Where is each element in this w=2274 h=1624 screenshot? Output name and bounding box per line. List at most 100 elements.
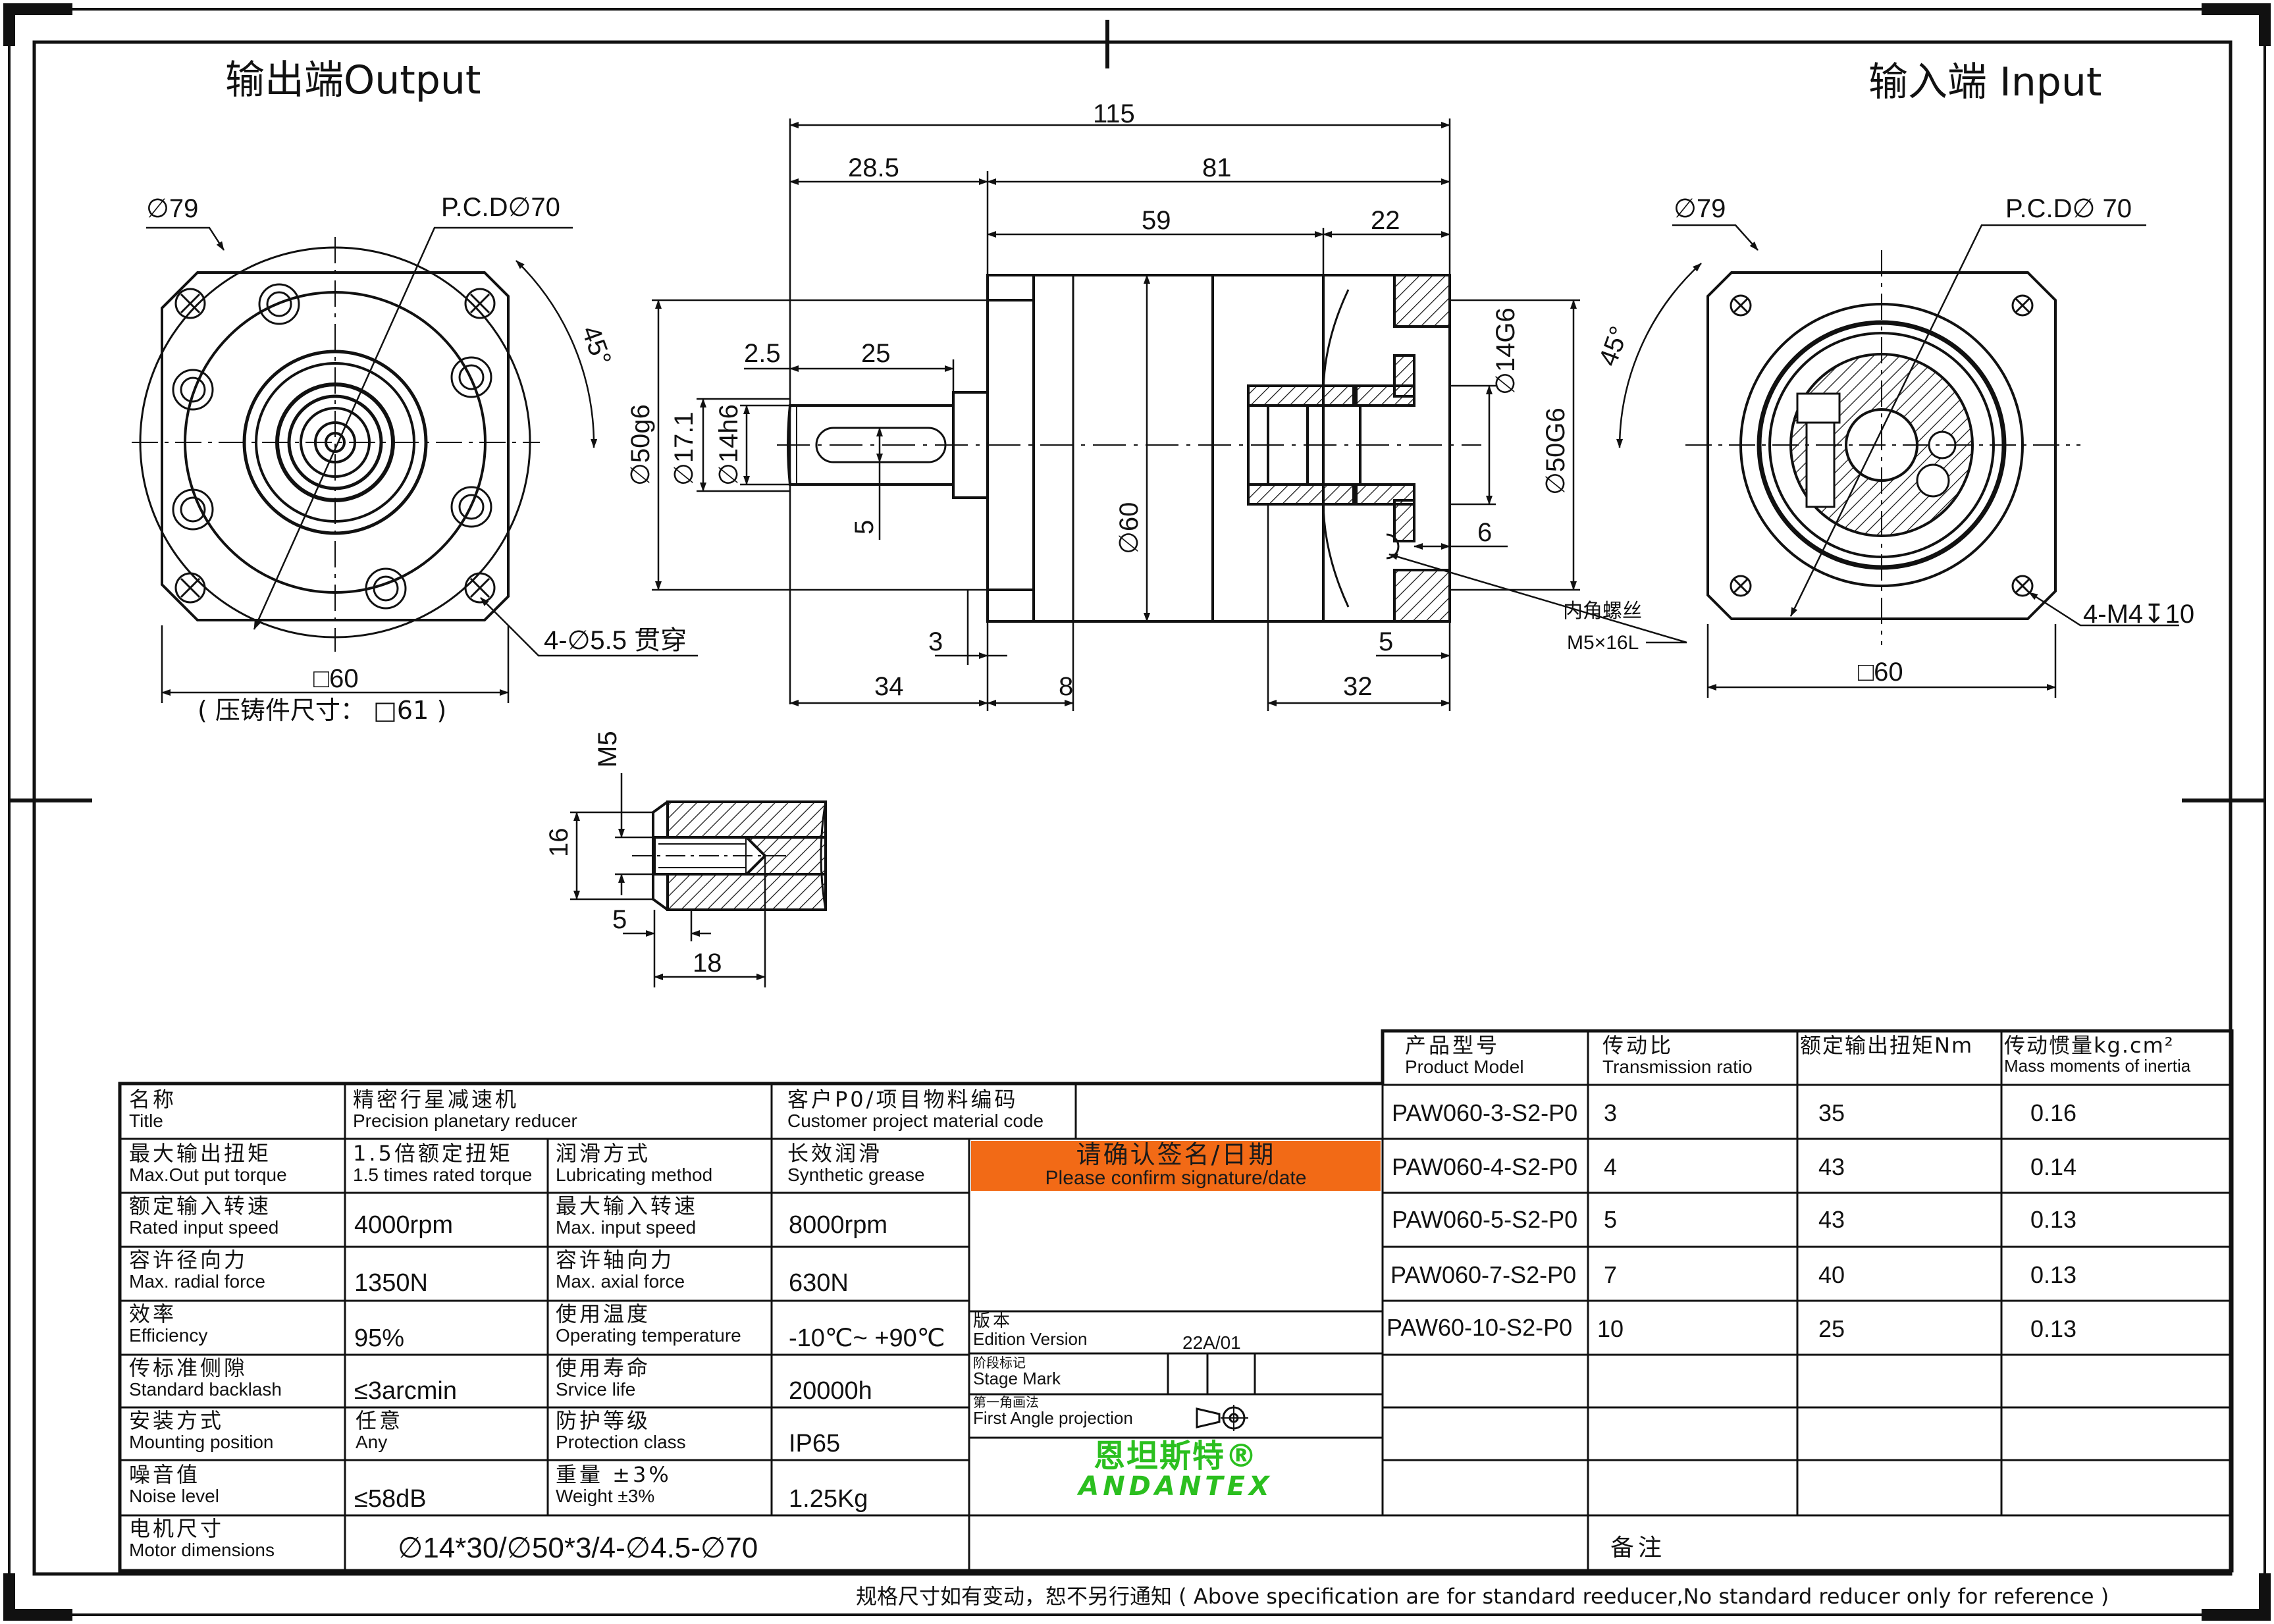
model-row-3-ratio: 5: [1604, 1206, 1618, 1233]
edition-version-value: 22A/01: [1182, 1332, 1241, 1353]
dim-59: 59: [1142, 206, 1171, 235]
dim-6: 6: [1477, 518, 1492, 547]
out-d79-label: ∅79: [146, 194, 198, 223]
spec-max-speed-value: 8000rpm: [789, 1211, 887, 1239]
model-row-2-ratio: 4: [1604, 1153, 1618, 1180]
inner-thread-label: M5×16L: [1567, 632, 1639, 654]
model-row-5-ratio: 10: [1597, 1315, 1624, 1342]
projection-symbol: [1196, 1405, 1248, 1431]
spec-weight-label: 重量 ±3%Weight ±3%: [556, 1462, 672, 1506]
model-row-5-inertia: 0.13: [2030, 1315, 2077, 1342]
spec-efficiency-value: 95%: [354, 1324, 405, 1352]
sheet-frame: [3, 3, 2271, 1621]
model-row-1-ratio: 3: [1604, 1099, 1618, 1126]
model-row-3-inertia: 0.13: [2030, 1206, 2077, 1233]
in-45-label: 45°: [1593, 323, 1634, 370]
out-holes-label: 4-∅5.5 贯穿: [544, 626, 687, 655]
in-d79-label: ∅79: [1674, 194, 1726, 223]
model-row-2-model: PAW060-4-S2-P0: [1392, 1153, 1578, 1180]
out-sq60-label: □60: [313, 664, 359, 693]
spec-noise-value: ≤58dB: [354, 1485, 427, 1513]
spec-axial-value: 630N: [789, 1269, 849, 1297]
dim-34: 34: [874, 672, 904, 701]
model-row-4-model: PAW060-7-S2-P0: [1390, 1261, 1577, 1288]
in-holes-label: 4-M4↧10: [2083, 600, 2194, 629]
remarks-label: 备注: [1610, 1534, 1666, 1561]
model-row-4-torque: 40: [1818, 1261, 1845, 1288]
footer-note: 规格尺寸如有变动，恕不另行通知 ( Above specification ar…: [856, 1584, 2109, 1609]
dim-d50g6: ∅50g6: [626, 404, 655, 486]
dim-d60: ∅60: [1115, 502, 1144, 554]
model-row-4-inertia: 0.13: [2030, 1261, 2077, 1288]
output-end-view: [132, 226, 698, 703]
title-block-grid: [118, 1029, 2234, 1573]
detail-18-label: 18: [693, 949, 722, 978]
input-end-view: [1616, 224, 2179, 698]
dim-5: 5: [850, 520, 879, 535]
confirm-signature-banner: 请确认签名/日期 Please confirm signature/date: [971, 1141, 1381, 1191]
model-row-5-torque: 25: [1818, 1315, 1845, 1342]
in-pcd-label: P.C.D∅ 70: [2005, 194, 2132, 223]
model-row-4-ratio: 7: [1604, 1261, 1618, 1288]
output-title: 输出端Output: [225, 57, 481, 103]
dim-d50G6: ∅50G6: [1541, 407, 1570, 495]
out-45-label: 45°: [576, 322, 617, 369]
dim-25: 25: [861, 339, 891, 368]
spec-rated-speed-value: 4000rpm: [354, 1211, 453, 1239]
out-cast-label: ( 压铸件尺寸： □61 ): [198, 696, 446, 725]
dim-2-5: 2.5: [744, 339, 781, 368]
dim-32: 32: [1343, 672, 1373, 701]
dim-28-5: 28.5: [848, 153, 899, 182]
dim-d14g6: ∅14G6: [1491, 307, 1520, 395]
spec-protection-value: IP65: [789, 1430, 841, 1457]
spec-motor-value: ∅14*30/∅50*3/4-∅4.5-∅70: [398, 1532, 758, 1564]
detail-thread-view: [570, 773, 827, 987]
model-row-1-model: PAW060-3-S2-P0: [1392, 1099, 1578, 1126]
detail-16-label: 16: [544, 828, 573, 858]
dim-8: 8: [1059, 672, 1073, 701]
spec-temp-value: -10℃~ +90℃: [789, 1324, 945, 1352]
models-header-torque: 额定输出扭矩Nm: [1800, 1033, 1974, 1058]
dim-d14h6: ∅14h6: [714, 404, 743, 486]
dim-3: 3: [928, 627, 943, 656]
dim-d17-1: ∅17.1: [670, 411, 699, 486]
model-row-1-inertia: 0.16: [2030, 1099, 2077, 1126]
spec-backlash-value: ≤3arcmin: [354, 1377, 458, 1405]
dim-22: 22: [1371, 206, 1400, 235]
detail-5-label: 5: [612, 905, 627, 934]
dim-81: 81: [1202, 153, 1232, 182]
model-row-3-torque: 43: [1818, 1206, 1845, 1233]
model-row-5-model: PAW60-10-S2-P0: [1387, 1314, 1573, 1341]
model-row-2-inertia: 0.14: [2030, 1153, 2077, 1180]
model-row-2-torque: 43: [1818, 1153, 1845, 1180]
detail-m5-label: M5: [593, 731, 622, 768]
model-row-1-torque: 35: [1818, 1099, 1845, 1126]
